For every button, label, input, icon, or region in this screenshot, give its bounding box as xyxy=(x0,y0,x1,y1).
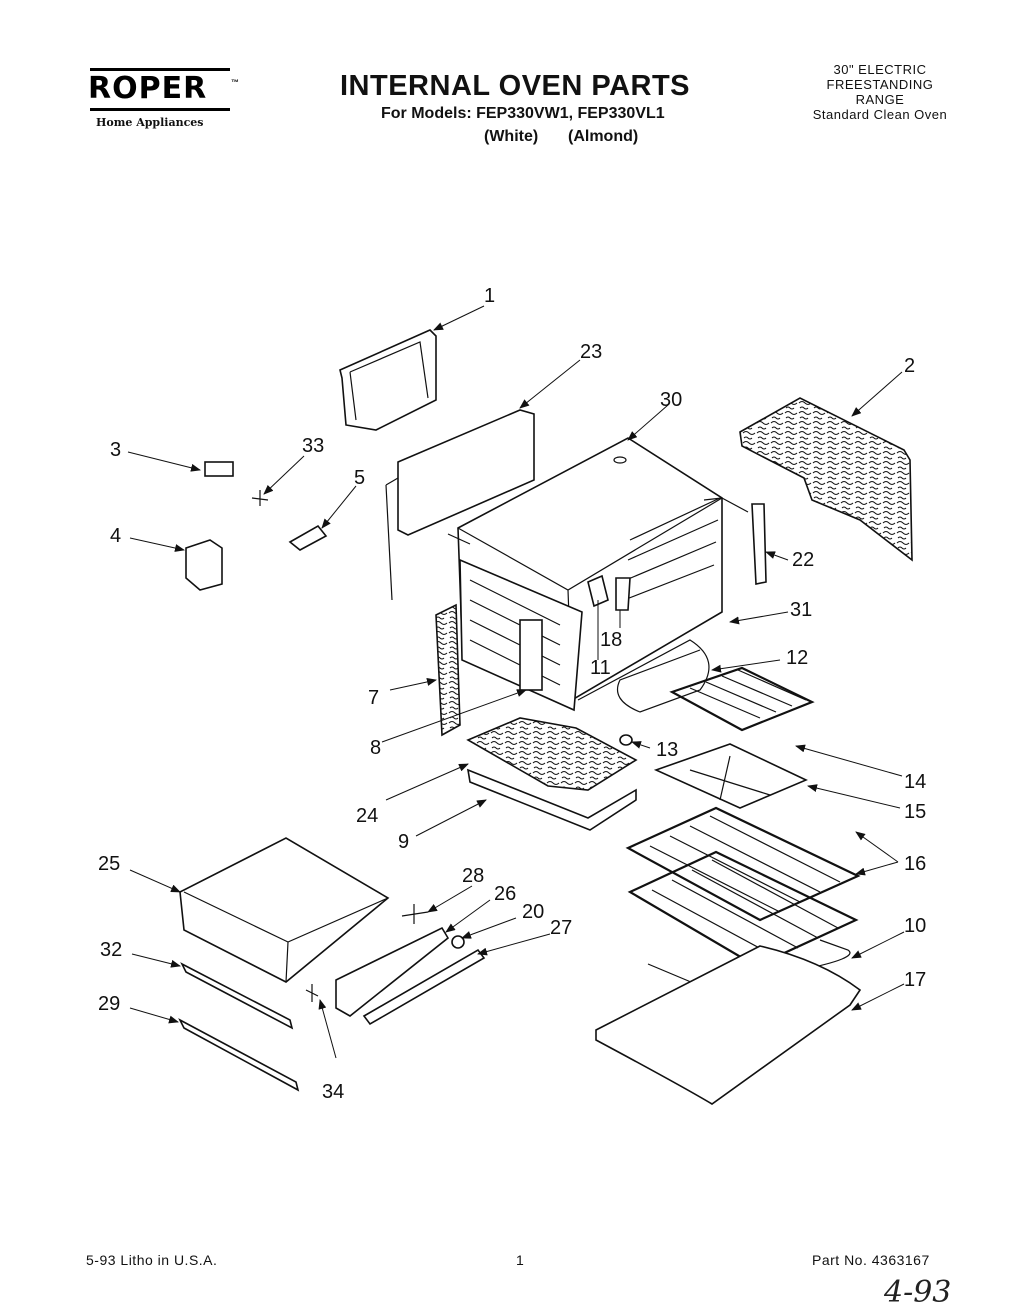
brand-subtitle: Home Appliances xyxy=(96,116,204,129)
callout-29: 29 xyxy=(98,993,120,1015)
callout-5: 5 xyxy=(354,467,365,489)
product-type-line-1: 30" ELECTRIC xyxy=(833,62,927,77)
variant-almond: (Almond) xyxy=(568,128,639,145)
part-11-sensor xyxy=(587,574,609,608)
logo-bottom-rule xyxy=(90,108,230,111)
callout-30: 30 xyxy=(660,389,682,411)
part-23-top-panel xyxy=(385,409,535,601)
part-9-bottom-tray xyxy=(466,768,637,831)
part-7-side-insulation xyxy=(435,603,461,737)
part-24-bottom-insulation xyxy=(466,717,638,791)
logo-top-rule xyxy=(90,68,230,71)
part-25-storage-drawer xyxy=(179,837,390,983)
callout-15: 15 xyxy=(904,801,926,823)
callout-7: 7 xyxy=(368,687,379,709)
part-4-bracket xyxy=(185,539,223,591)
callout-28: 28 xyxy=(462,865,484,887)
part-27-drawer-bracket xyxy=(362,948,486,1026)
callout-11: 11 xyxy=(590,657,611,679)
callout-3: 3 xyxy=(110,439,121,461)
footer-part-number: Part No. 4363167 xyxy=(812,1252,930,1268)
part-14-broiler-grid xyxy=(669,666,815,732)
callout-1: 1 xyxy=(484,285,495,307)
callout-8: 8 xyxy=(370,737,381,759)
callout-14: 14 xyxy=(904,771,926,793)
part-26-drawer-front xyxy=(335,926,450,1017)
callout-23: 23 xyxy=(580,341,602,363)
footer-date-litho: 5-93 Litho in U.S.A. xyxy=(86,1252,218,1268)
callout-25: 25 xyxy=(98,853,120,875)
part-8-side-panel xyxy=(459,558,583,712)
product-type-line-3: RANGE xyxy=(855,92,905,107)
part-16-oven-racks xyxy=(625,806,861,968)
callout-9: 9 xyxy=(398,831,409,853)
part-22-strip xyxy=(751,503,767,585)
callout-24: 24 xyxy=(356,805,378,827)
variant-white: (White) xyxy=(484,128,539,145)
callout-2: 2 xyxy=(904,355,915,377)
part-28-screw xyxy=(401,904,429,924)
part-5-hinge xyxy=(288,524,328,551)
callout-17: 17 xyxy=(904,969,926,991)
trademark-mark: ™ xyxy=(231,78,239,87)
callout-numbers: 1 2 3 4 5 7 8 9 10 11 12 13 14 15 16 17 … xyxy=(98,285,926,1103)
part-33-screw xyxy=(251,490,269,506)
part-29-glide xyxy=(178,1018,300,1092)
part-32-glide xyxy=(180,962,294,1030)
callout-18: 18 xyxy=(600,629,622,651)
handwritten-date: 4-93 xyxy=(884,1275,952,1310)
part-34-screw xyxy=(305,984,319,1002)
part-3-clip xyxy=(204,461,234,477)
part-15-broiler-pan xyxy=(653,743,808,809)
part-13-clip xyxy=(619,734,633,746)
product-type-line-2: FREESTANDING xyxy=(826,77,934,92)
callout-33: 33 xyxy=(302,435,324,457)
callout-26: 26 xyxy=(494,883,516,905)
callout-20: 20 xyxy=(522,901,544,923)
callout-leaders xyxy=(127,305,905,1059)
page-title: INTERNAL OVEN PARTS xyxy=(340,70,691,102)
small-parts xyxy=(185,461,767,1002)
part-17-drawer-liner xyxy=(595,945,862,1105)
part-12-bake-element xyxy=(577,639,710,713)
callout-12: 12 xyxy=(786,647,808,669)
callout-22: 22 xyxy=(792,549,814,571)
footer-page-number: 1 xyxy=(516,1252,525,1268)
callout-4: 4 xyxy=(110,525,121,547)
callout-32: 32 xyxy=(100,939,122,961)
callout-13: 13 xyxy=(656,739,678,761)
callout-10: 10 xyxy=(904,915,926,937)
part-2-top-insulation xyxy=(739,397,913,562)
callout-34: 34 xyxy=(322,1081,344,1103)
part-20-washer xyxy=(451,935,465,949)
part-18-light xyxy=(615,577,631,611)
models-line: For Models: FEP330VW1, FEP330VL1 xyxy=(381,105,665,122)
callout-27: 27 xyxy=(550,917,572,939)
part-1-rear-duct xyxy=(339,329,437,431)
callout-31: 31 xyxy=(790,599,812,621)
brand-logo: ROPER xyxy=(88,71,208,106)
product-type-line-4: Standard Clean Oven xyxy=(812,107,948,122)
callout-16: 16 xyxy=(904,853,926,875)
